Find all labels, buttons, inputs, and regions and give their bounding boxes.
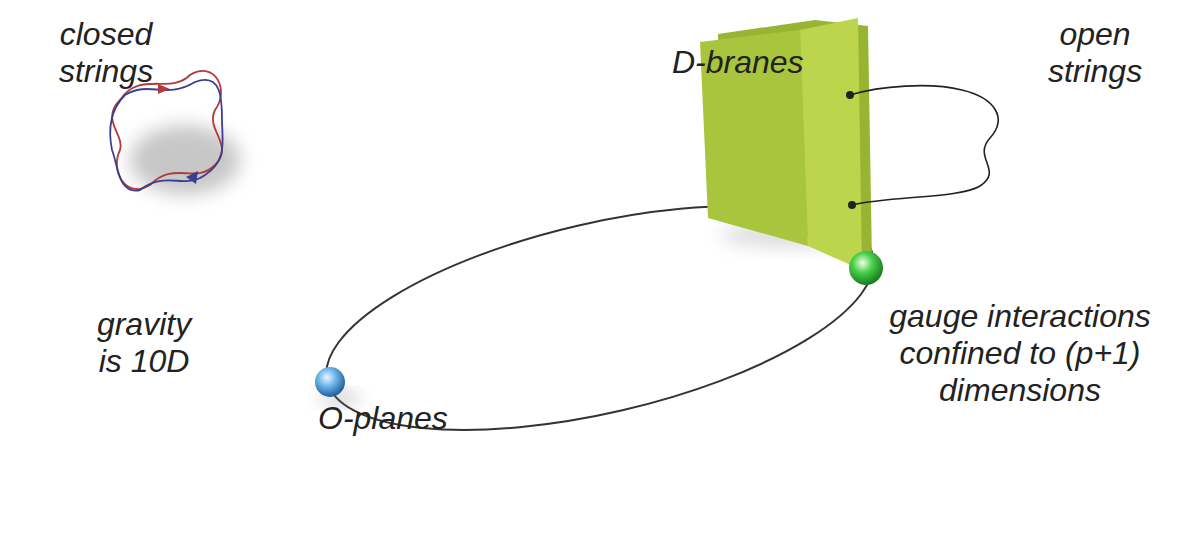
o-planes-label: O-planes (318, 400, 448, 437)
d-brane-sphere (849, 251, 883, 285)
closed-strings-label: closed strings (36, 16, 176, 90)
closed-string (110, 71, 240, 195)
open-string (846, 86, 998, 209)
open-strings-label: open strings (1036, 16, 1154, 90)
gravity-label: gravity is 10D (82, 306, 206, 380)
gauge-interactions-label: gauge interactions confined to (p+1) dim… (852, 298, 1188, 408)
o-plane-sphere (315, 367, 345, 397)
d-branes-label: D-branes (672, 44, 804, 81)
